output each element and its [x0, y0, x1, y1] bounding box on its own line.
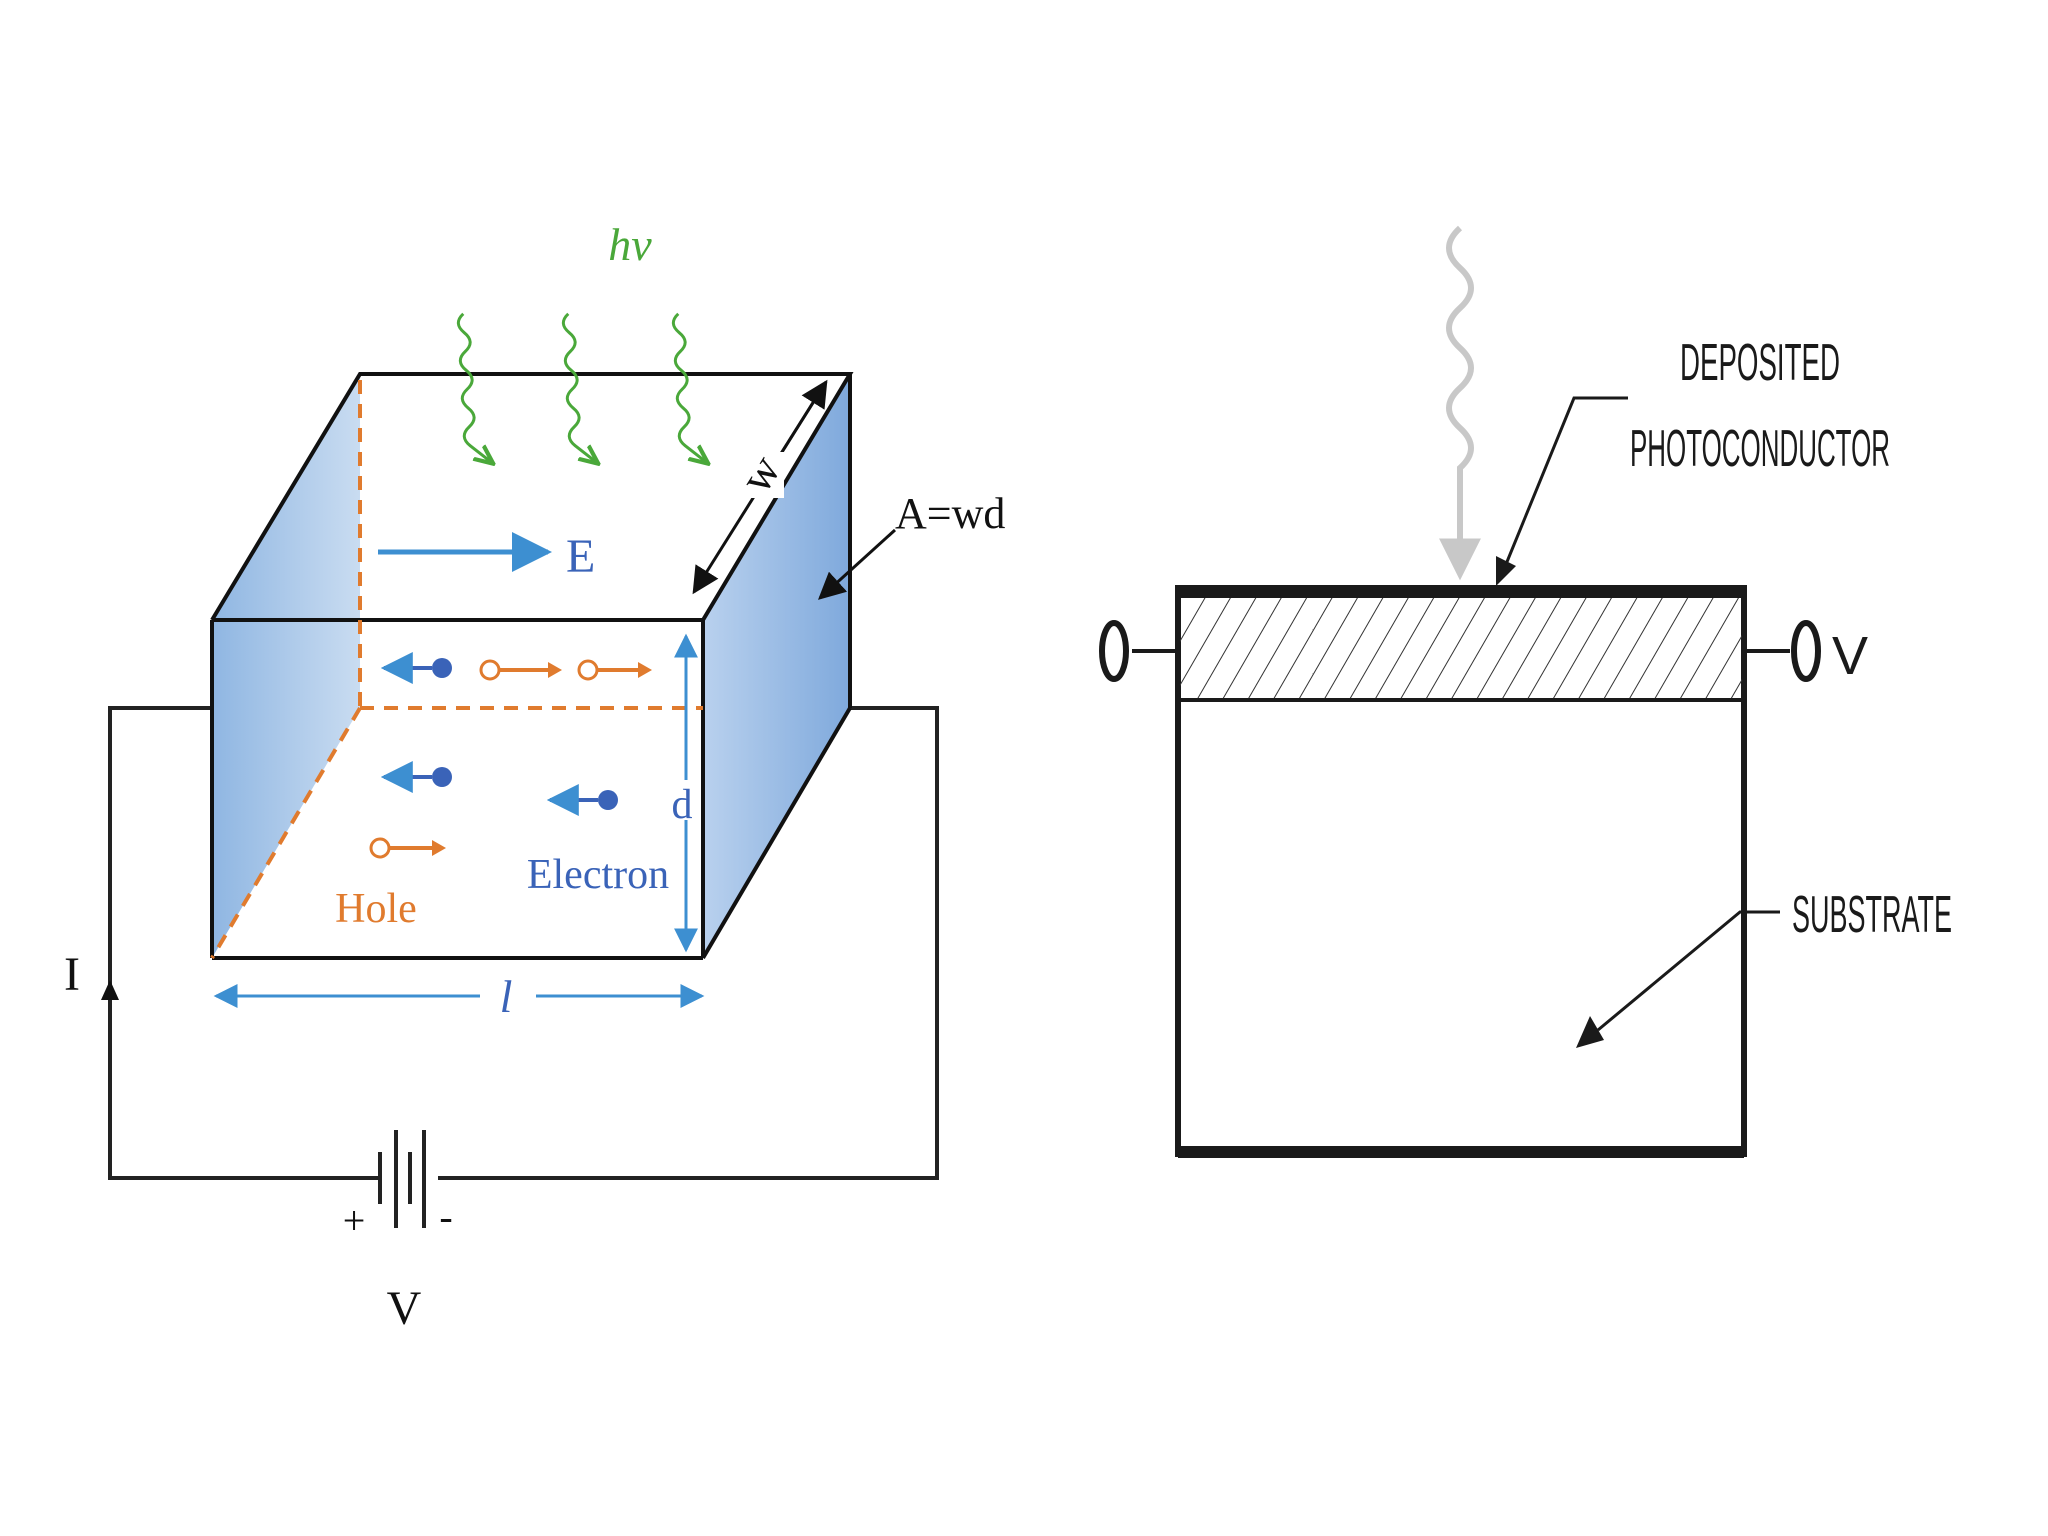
- substrate-leader-arrowhead: [1576, 1016, 1604, 1048]
- deposited-leader-line: [1500, 396, 1628, 575]
- field-label: E: [566, 530, 595, 583]
- photoconductor-slab-diagram: hν E w A=wd: [64, 219, 1005, 1335]
- length-label: l: [500, 971, 513, 1022]
- hole-label: Hole: [335, 886, 417, 932]
- photon-ray-2: [561, 312, 647, 468]
- hole-circle: [577, 659, 599, 681]
- battery-minus-label: -: [439, 1194, 452, 1239]
- battery-symbol: [378, 1130, 426, 1228]
- left-terminal: [1099, 620, 1178, 682]
- hidden-edges: [210, 380, 703, 960]
- voltage-label: V: [387, 1282, 422, 1335]
- photon-ray-3: [671, 312, 757, 468]
- area-label: A=wd: [895, 489, 1005, 538]
- battery-plus-label: +: [343, 1198, 366, 1243]
- electron-dot: [598, 790, 618, 810]
- substrate-label: SUBSTRATE: [1792, 886, 1952, 944]
- carrier-row-top: [380, 652, 652, 684]
- deposited-photoconductor-diagram: V DEPOSITED PHOTOCONDUCTOR SUBSTRATE: [1099, 225, 1952, 1158]
- right-terminal: [1744, 620, 1821, 682]
- electron-label: Electron: [527, 852, 669, 898]
- deposited-label-line2: PHOTOCONDUCTOR: [1630, 420, 1890, 478]
- electron-dot: [432, 767, 452, 787]
- light-ray: [1439, 225, 1481, 581]
- left-end-face: [212, 374, 360, 958]
- photon-label: hν: [608, 219, 652, 270]
- hole-circle: [369, 837, 391, 859]
- substrate-leader-line: [1597, 910, 1780, 1032]
- current-arrow: [101, 980, 119, 1000]
- current-label: I: [64, 948, 80, 1001]
- right-end-face: [703, 374, 850, 958]
- photoconductor-layer: [1176, 594, 1746, 702]
- photon-rays: [456, 312, 757, 468]
- deposited-leader-arrowhead: [1496, 556, 1516, 586]
- terminal-voltage-label: V: [1832, 626, 1868, 686]
- carrier-row-mid: [369, 761, 618, 859]
- area-pointer: [817, 528, 897, 600]
- deposited-label-line1: DEPOSITED: [1680, 334, 1840, 392]
- thickness-label: d: [672, 782, 693, 828]
- electron-dot: [432, 658, 452, 678]
- circuit-wires: [108, 706, 939, 1180]
- hole-circle: [479, 659, 501, 681]
- photon-ray-1: [456, 312, 542, 468]
- slab-outline: [210, 372, 854, 960]
